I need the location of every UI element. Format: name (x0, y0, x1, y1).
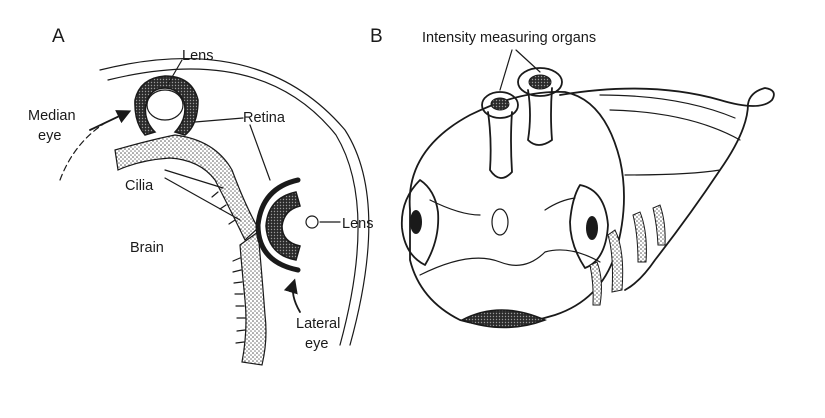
panel-b-letter: B (370, 26, 383, 47)
median-lens (146, 89, 184, 121)
larva-head (408, 90, 625, 326)
larva-brow-right (544, 197, 576, 211)
lateral-retina (265, 191, 301, 261)
label-median-eye-line1: Median (28, 108, 76, 124)
label-lens-side: Lens (342, 216, 373, 232)
label-median-eye-line2: eye (38, 128, 61, 144)
panel-b: B Intensity measuring organs (370, 26, 775, 329)
median-eye (134, 75, 199, 136)
organ-right (517, 67, 563, 146)
label-brain: Brain (130, 240, 164, 256)
label-lateral-eye-line1: Lateral (296, 316, 340, 332)
lateral-eye-arrow (283, 278, 301, 313)
skin-outer-line (99, 57, 370, 346)
larva-left-eye (400, 179, 440, 266)
label-cilia: Cilia (125, 178, 154, 194)
brain-tissue-upper (114, 134, 259, 241)
larva-face-ridge (419, 249, 601, 276)
cilia-hairs (211, 191, 246, 344)
organ-left (481, 91, 519, 179)
larva-mouth (460, 309, 547, 329)
lateral-eye-pigment-cup (255, 177, 301, 273)
larva-right-eye (569, 184, 609, 269)
larva-brow-left (429, 199, 481, 216)
skin-inner-line (107, 68, 359, 346)
lateral-eye (255, 177, 319, 273)
median-eye-arrow (89, 110, 132, 131)
gill-stripes (589, 204, 666, 306)
panel-a-letter: A (52, 26, 65, 47)
lateral-lens (305, 215, 319, 229)
label-lens-top: Lens (182, 48, 213, 64)
label-retina: Retina (243, 110, 286, 126)
brain-tissue-lower (239, 230, 267, 366)
larva-tail (559, 87, 775, 291)
leader-lines-b (499, 49, 541, 91)
skin-left-dashed (59, 119, 111, 181)
label-lateral-eye-line2: eye (305, 336, 328, 352)
leader-lines-a (164, 59, 341, 223)
larva-median-spot (491, 208, 509, 236)
panel-a: A (28, 26, 373, 366)
label-intensity-organs: Intensity measuring organs (422, 30, 596, 46)
